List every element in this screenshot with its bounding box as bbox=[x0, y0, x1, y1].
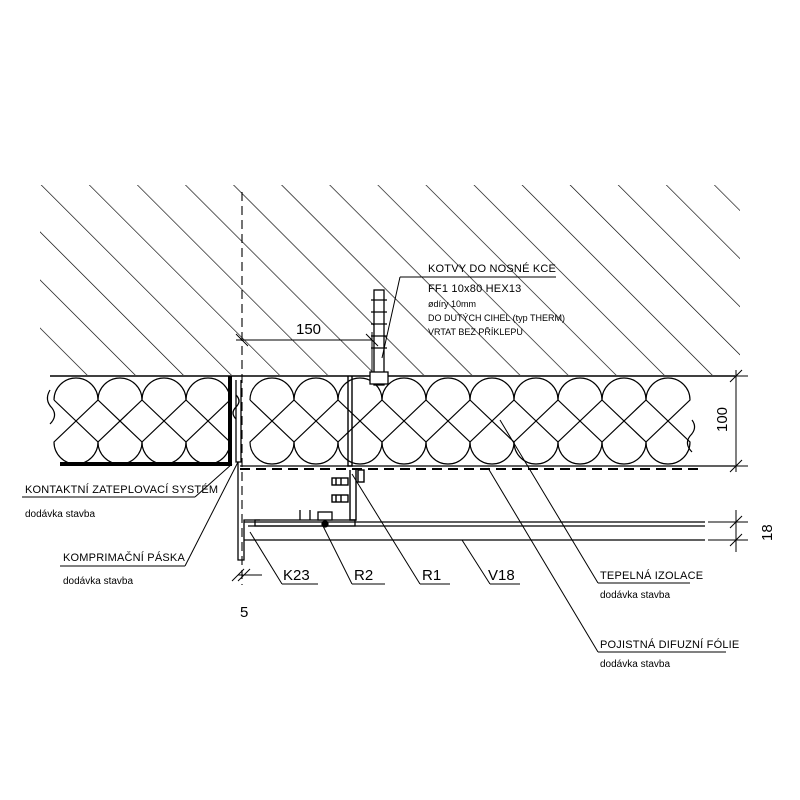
insulation-cell bbox=[425, 377, 471, 465]
insulation-cell bbox=[337, 377, 383, 465]
dimension-18-label: 18 bbox=[759, 524, 776, 541]
insulation-cell bbox=[249, 377, 295, 465]
insulation-cell bbox=[601, 377, 647, 465]
anchor-dowel-icon bbox=[369, 289, 389, 386]
anchor-spec-1: FF1 10x80 HEX13 bbox=[428, 283, 522, 295]
leader-codes bbox=[249, 473, 520, 585]
insulation-cell bbox=[469, 377, 515, 465]
diffusion-foil-sub: dodávka stavba bbox=[600, 659, 670, 670]
contact-insulation-system bbox=[60, 376, 232, 466]
thermal-insulation-sub: dodávka stavba bbox=[600, 590, 670, 601]
code-r1: R1 bbox=[422, 567, 441, 584]
dimension-18 bbox=[708, 510, 748, 552]
code-v18: V18 bbox=[488, 567, 515, 584]
dimension-100-label: 100 bbox=[714, 407, 731, 432]
leader-anchor bbox=[381, 276, 556, 359]
cladding-panel-v18 bbox=[244, 521, 705, 541]
thermal-insulation-label: TEPELNÁ IZOLACE bbox=[600, 569, 703, 582]
anchor-spec-3: DO DUTÝCH CIHEL (typ THERM) bbox=[428, 313, 565, 323]
diffusion-foil-label: POJISTNÁ DIFUZNÍ FÓLIE bbox=[600, 638, 739, 651]
screw-icon bbox=[331, 494, 349, 503]
masonry-wall bbox=[40, 185, 740, 375]
insulation-cell bbox=[557, 377, 603, 465]
anchor-spec-2: ødíry 10mm bbox=[428, 299, 476, 309]
code-r2: R2 bbox=[354, 567, 373, 584]
dimension-5 bbox=[231, 568, 262, 582]
insulation-cell bbox=[645, 377, 691, 465]
compression-tape-label: KOMPRIMAČNÍ PÁSKA bbox=[63, 551, 185, 564]
insulation-cell bbox=[141, 377, 187, 465]
compression-tape-sub: dodávka stavba bbox=[63, 576, 133, 587]
insulation-cell bbox=[185, 377, 231, 465]
insulation-cell bbox=[293, 377, 339, 465]
leader-contact-system bbox=[22, 463, 233, 498]
dimension-100 bbox=[708, 369, 748, 473]
corner-profile-k23 bbox=[232, 380, 260, 561]
screw-icon bbox=[331, 477, 349, 486]
leader-thermal-insulation bbox=[499, 419, 690, 584]
anchor-title: KOTVY DO NOSNÉ KCE bbox=[428, 262, 556, 275]
insulation-cell bbox=[513, 377, 559, 465]
leader-compression-tape bbox=[60, 461, 239, 567]
dimension-150-label: 150 bbox=[296, 321, 321, 338]
anchor-spec-4: VRTAT BEZ PŘÍKLEPU bbox=[428, 327, 523, 337]
dimension-5-label: 5 bbox=[240, 604, 248, 621]
rail-profile-r2 bbox=[254, 510, 356, 528]
insulation-cell bbox=[97, 377, 143, 465]
contact-system-sub: dodávka stavba bbox=[25, 509, 95, 520]
dimension-150 bbox=[235, 332, 379, 372]
bracket-r1 bbox=[331, 376, 365, 521]
code-k23: K23 bbox=[283, 567, 310, 584]
leader-diffusion-foil bbox=[487, 467, 726, 653]
insulation-cell bbox=[53, 377, 99, 465]
insulation-cell bbox=[381, 377, 427, 465]
thermal-insulation-layer bbox=[46, 375, 735, 467]
contact-system-label: KONTAKTNÍ ZATEPLOVACÍ SYSTÉM bbox=[25, 483, 218, 496]
screw-icon bbox=[317, 511, 333, 528]
